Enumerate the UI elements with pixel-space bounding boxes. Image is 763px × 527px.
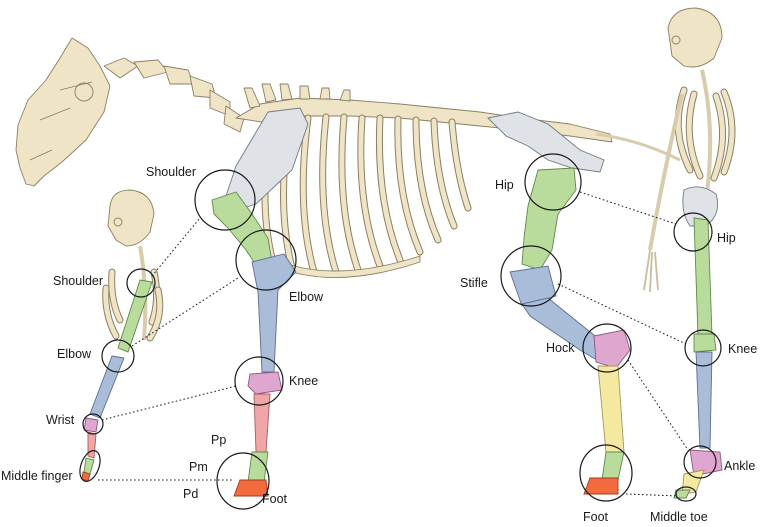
horse-pastern-hind xyxy=(601,451,625,481)
human-arm-hanging xyxy=(648,93,684,251)
label-horse-elbow: Elbow xyxy=(289,290,324,304)
circle-human-hip xyxy=(673,212,713,252)
link-wrist xyxy=(101,385,237,421)
horse-cannon-hind xyxy=(597,365,625,453)
human-arm-skeleton xyxy=(81,189,164,482)
human-hand-hanging xyxy=(643,249,659,293)
horse-hoof-hind xyxy=(583,477,619,495)
human-carpals xyxy=(83,417,99,433)
human-forearm xyxy=(89,355,125,419)
human-skull-left xyxy=(107,189,155,247)
circle-human-toe xyxy=(675,486,697,502)
human-humerus xyxy=(117,279,153,353)
circle-horse-stifle xyxy=(500,245,562,307)
label-horse-foot-front: Foot xyxy=(262,492,288,506)
label-horse-hock: Hock xyxy=(546,341,575,355)
human-pelvis xyxy=(682,186,719,227)
horse-radius xyxy=(251,253,297,373)
human-skull-right xyxy=(667,7,723,68)
joint-highlights xyxy=(79,153,722,510)
horse-neck-vertebrae xyxy=(103,57,245,133)
label-human-knee: Knee xyxy=(728,342,757,356)
label-human-wrist: Wrist xyxy=(46,413,75,427)
human-ribcage-right xyxy=(674,86,736,182)
horse-skull xyxy=(15,37,111,187)
human-metacarpal xyxy=(87,431,97,459)
human-leg-skeleton xyxy=(643,7,736,499)
circle-horse-hock xyxy=(582,323,632,373)
link-ankle xyxy=(627,359,689,451)
circle-horse-elbow xyxy=(235,229,297,291)
circle-horse-foot-hind xyxy=(579,444,633,502)
label-human-shoulder: Shoulder xyxy=(53,274,103,288)
circle-human-knee xyxy=(684,329,722,367)
label-pp: Pp xyxy=(211,433,226,447)
human-tibia xyxy=(695,351,713,449)
circle-human-finger xyxy=(79,450,101,482)
label-human-middle-toe: Middle toe xyxy=(650,510,708,524)
horse-tail xyxy=(595,132,681,162)
circle-horse-shoulder xyxy=(194,169,256,231)
label-horse-stifle: Stifle xyxy=(460,276,488,290)
horse-pelvis xyxy=(487,111,605,173)
horse-scapula xyxy=(225,107,309,211)
circle-horse-hip xyxy=(524,153,582,211)
circle-horse-foot-front xyxy=(216,452,270,510)
human-eye-right xyxy=(671,35,681,45)
link-elbow xyxy=(131,277,239,347)
label-horse-foot-hind: Foot xyxy=(583,510,609,524)
label-pm: Pm xyxy=(189,460,208,474)
label-horse-knee: Knee xyxy=(289,374,318,388)
circle-human-wrist xyxy=(82,413,104,435)
horse-femur xyxy=(521,167,577,271)
horse-patella xyxy=(509,265,557,307)
horse-eye-socket xyxy=(74,82,94,102)
horse-sternum xyxy=(269,255,421,278)
horse-skeleton xyxy=(15,37,681,497)
label-human-middle-finger: Middle finger xyxy=(1,469,73,483)
human-spine-right xyxy=(700,69,713,201)
human-finger xyxy=(83,457,95,475)
circle-horse-knee xyxy=(234,356,284,406)
human-eye-left xyxy=(113,217,123,227)
label-human-elbow: Elbow xyxy=(57,347,92,361)
circle-human-shoulder xyxy=(126,268,156,298)
link-shoulder xyxy=(151,217,201,277)
label-human-ankle: Ankle xyxy=(724,459,755,473)
human-femur xyxy=(693,217,713,337)
human-ribcage-left xyxy=(102,268,164,342)
circle-human-elbow xyxy=(101,339,135,373)
human-knee-cap xyxy=(693,333,717,353)
label-horse-shoulder: Shoulder xyxy=(146,165,196,179)
link-hip xyxy=(579,191,677,225)
horse-spinous-processes xyxy=(243,83,351,109)
horse-carpus xyxy=(247,371,283,395)
label-pd: Pd xyxy=(183,487,198,501)
circle-human-ankle xyxy=(683,445,717,479)
label-horse-hip: Hip xyxy=(495,178,514,192)
horse-hoof-front xyxy=(233,479,269,497)
label-human-hip: Hip xyxy=(717,231,736,245)
link-toe xyxy=(625,493,679,497)
horse-tarsus xyxy=(593,329,631,369)
correspondence-lines xyxy=(98,191,689,497)
horse-cannon-front xyxy=(253,393,271,453)
labels: Shoulder Elbow Knee Pp Pm Pd Foot Hip St… xyxy=(1,165,757,524)
